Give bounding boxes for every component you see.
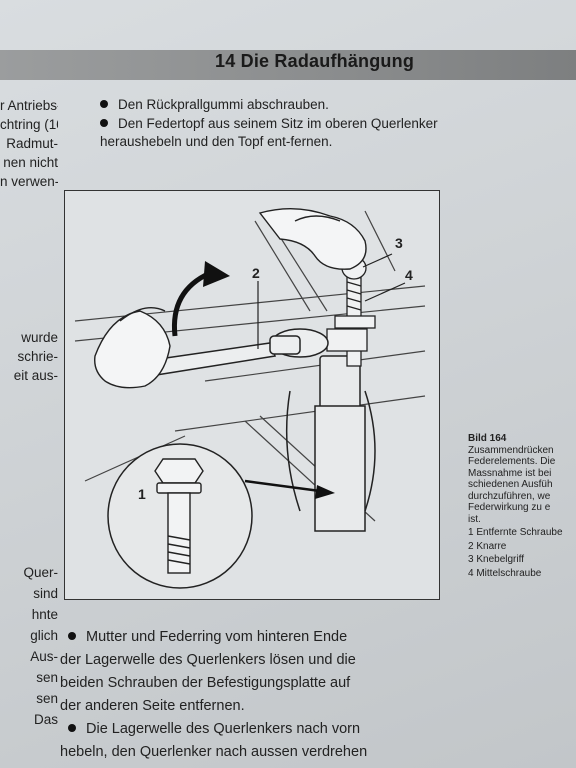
caption-item: 1 Entfernte Schraube [468, 527, 563, 538]
figure-caption: Bild 164 Zusammendrücken Federelements. … [468, 433, 576, 579]
bullet-icon [100, 119, 108, 127]
left-line: sind [33, 586, 58, 601]
caption-line: Federelements. Die [468, 456, 556, 467]
left-column-bottom: Quer- sind hnte glich Aus- sen sen Das [0, 562, 58, 730]
left-line: n verwen- [0, 174, 58, 189]
left-line: sen [36, 691, 58, 706]
caption-title: Bild 164 [468, 433, 507, 444]
left-line: r Antriebs- [0, 98, 58, 113]
left-line: wurde [21, 330, 58, 345]
figure-164: 2 3 4 1 [64, 190, 440, 600]
left-line: Quer- [23, 565, 58, 580]
step-text: Den Rückprallgummi abschrauben. [118, 97, 329, 112]
chapter-title: 14 Die Radaufhängung [215, 51, 415, 71]
caption-item: 2 Knarre [468, 540, 507, 552]
left-line: eit aus- [13, 368, 58, 383]
figure-label-3: 3 [395, 235, 403, 251]
left-line: sen [36, 670, 58, 685]
bullet-icon [68, 724, 76, 732]
step-line: Mutter und Federring vom hinteren Ende [86, 629, 348, 645]
caption-line: Massnahme ist bei [468, 467, 552, 479]
caption-line: durchzuführen, we [468, 490, 551, 502]
step-rueckprallgummi: Den Rückprallgummi abschrauben. [100, 96, 440, 114]
bullet-icon [68, 632, 76, 640]
left-line: Das [33, 712, 58, 727]
spring-compression-illustration [74, 207, 426, 589]
caption-line: ist. [468, 513, 481, 525]
left-line: glich [30, 628, 58, 643]
step-federtopf: Den Federtopf aus seinem Sitz im oberen … [100, 115, 445, 151]
left-line: schrie- [17, 349, 58, 364]
bullet-icon [100, 100, 108, 108]
step-lagerwelle: Die Lagerwelle des Querlenkers nach vorn… [60, 718, 367, 764]
caption-line: Federwirkung zu e [468, 502, 551, 513]
figure-label-4: 4 [405, 267, 413, 283]
caption-line: Zusammendrücken [468, 444, 554, 456]
caption-item: 4 Mittelschraube [468, 567, 542, 579]
step-text: Den Federtopf aus seinem Sitz im oberen … [100, 116, 438, 149]
left-line: chtring (10 [0, 117, 58, 132]
left-line: nen nicht [3, 155, 58, 170]
step-line: beiden Schrauben der Befestigungsplatte … [60, 675, 351, 691]
figure-label-1: 1 [138, 486, 146, 502]
chapter-header-bar [0, 50, 576, 80]
left-column-top: r Antriebs- chtring (10 Radmut- nen nich… [0, 96, 58, 191]
left-line: hnte [31, 607, 58, 622]
caption-item: 3 Knebelgriff [468, 554, 524, 565]
left-line: Aus- [30, 649, 58, 664]
figure-label-2: 2 [252, 265, 260, 281]
left-column-mid: wurde schrie- eit aus- [0, 328, 58, 385]
caption-line: schiedenen Ausfüh [468, 479, 553, 490]
step-line: hebeln, den Querlenker nach aussen verdr… [60, 744, 368, 760]
step-line: der Lagerwelle des Querlenkers lösen und… [60, 652, 356, 668]
left-line: Radmut- [6, 136, 58, 151]
step-mutter-federring: Mutter und Federring vom hinteren Ende d… [60, 626, 356, 718]
step-line: der anderen Seite entfernen. [60, 698, 245, 714]
step-line: Die Lagerwelle des Querlenkers nach vorn [86, 721, 361, 737]
